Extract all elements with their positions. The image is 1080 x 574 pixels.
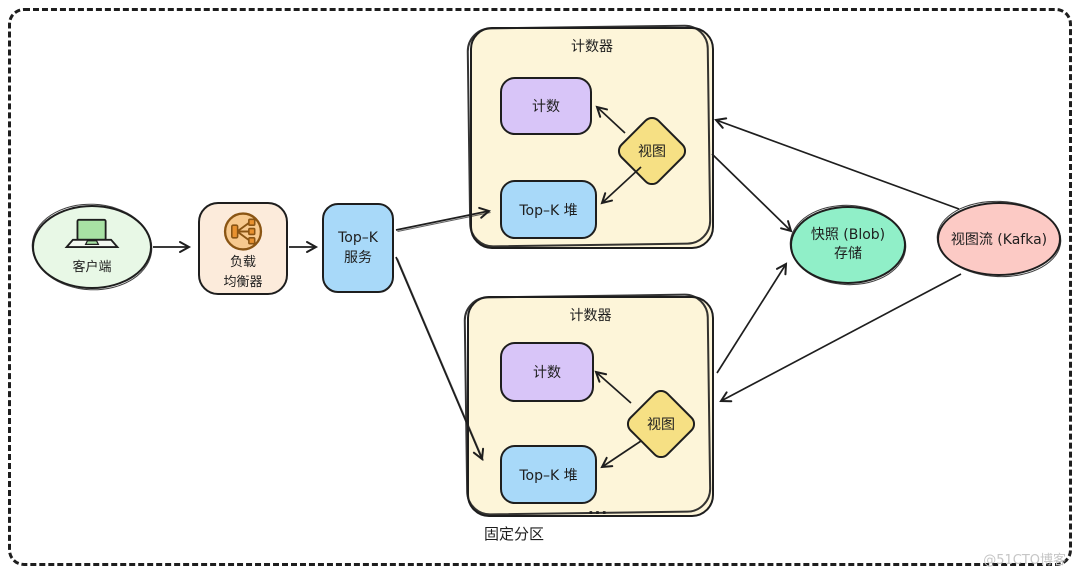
counter-top-count-box: 计数	[500, 77, 592, 135]
counter-top-view-diamond: 视图	[613, 112, 691, 190]
topk-service-label-line1: Top–K	[338, 230, 378, 246]
edge-kafka-to-bottom-counter	[719, 273, 962, 403]
client-label: 客户端	[72, 260, 112, 275]
load-balancer-label-line1: 负载	[229, 255, 256, 270]
counter-bottom-heap-box: Top–K 堆	[500, 445, 597, 504]
counter-top-title: 计数器	[571, 39, 613, 55]
counter-bottom-view-diamond: 视图	[622, 385, 700, 463]
counter-top-view-label: 视图	[638, 144, 666, 160]
kafka-stream-label: 视图流 (Kafka)	[950, 232, 1048, 248]
edge-kafka-to-top-counter	[714, 117, 960, 210]
node-counter-top: 计数器 计数 Top–K 堆 视图	[470, 27, 714, 249]
node-topk-service: Top–K 服务	[322, 203, 394, 293]
counter-bottom-title: 计数器	[569, 308, 612, 324]
laptop-icon	[64, 218, 120, 248]
node-snapshot-store: 快照 (Blob) 存储	[790, 206, 906, 284]
snapshot-store-label-line2: 存储	[834, 246, 862, 262]
watermark: @51CTO博客	[983, 553, 1066, 568]
edge-top-counter-to-snapshot	[711, 153, 793, 233]
node-load-balancer: 负载 均衡器	[198, 202, 288, 295]
counter-bottom-count-label: 计数	[533, 365, 561, 381]
node-client: 客户端	[32, 205, 152, 289]
counter-top-heap-box: Top–K 堆	[500, 180, 597, 239]
more-partitions-ellipsis: ...	[587, 500, 609, 518]
fixed-partition-label: 固定分区	[484, 525, 545, 543]
counter-top-count-label: 计数	[532, 99, 560, 115]
counter-bottom-view-label: 视图	[647, 417, 675, 433]
node-counter-bottom: 计数器 计数 Top–K 堆 视图	[467, 296, 714, 517]
node-kafka-stream: 视图流 (Kafka)	[937, 202, 1061, 276]
counter-bottom-count-box: 计数	[500, 342, 594, 402]
edge-bottom-counter-to-snapshot	[716, 262, 788, 374]
counter-bottom-heap-label: Top–K 堆	[519, 467, 578, 484]
load-balancer-label-line2: 均衡器	[223, 275, 263, 290]
topk-service-label-line2: 服务	[344, 250, 372, 266]
snapshot-store-label-line1: 快照 (Blob)	[810, 227, 886, 243]
load-balancer-icon	[223, 212, 263, 251]
counter-top-heap-label: Top–K 堆	[519, 202, 578, 219]
